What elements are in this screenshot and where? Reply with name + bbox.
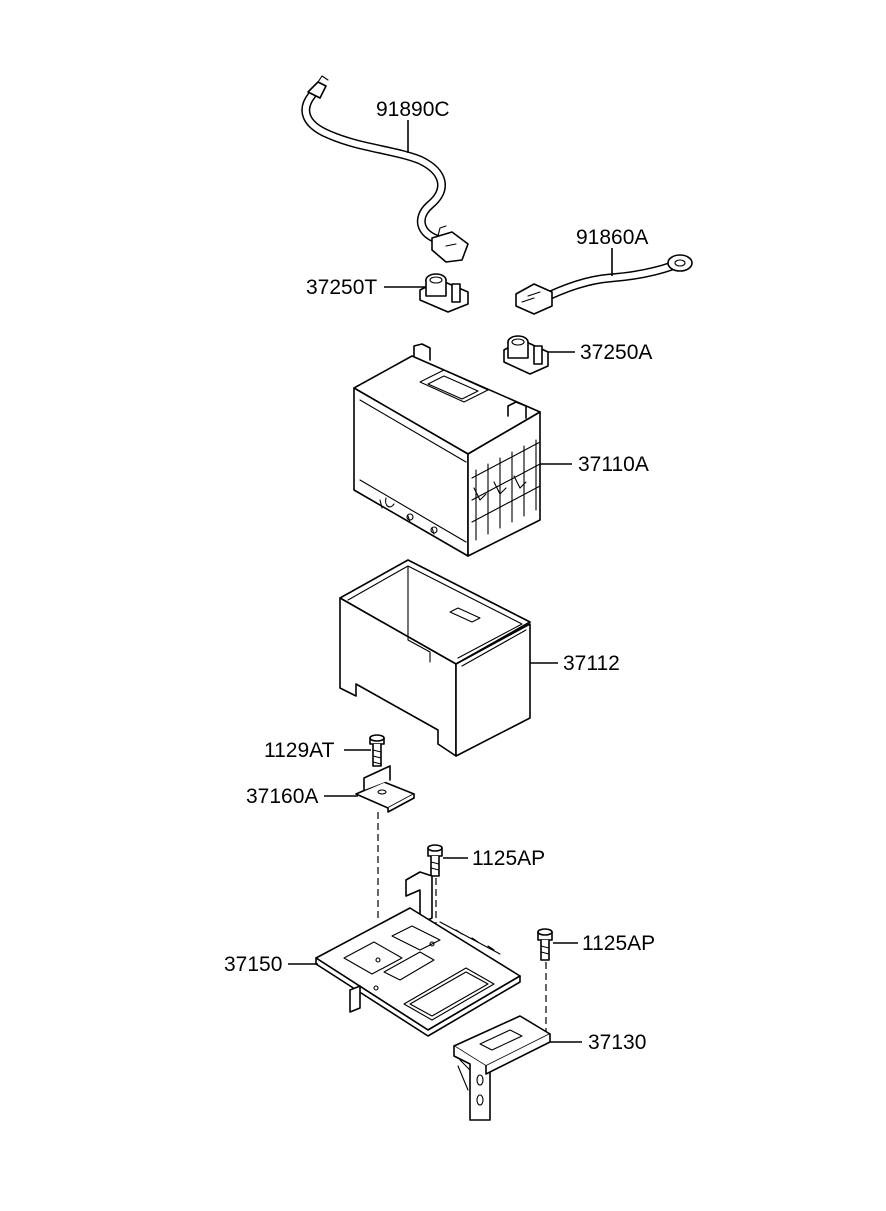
battery-base-plate	[315, 871, 521, 1037]
bolt-1129at	[369, 734, 385, 767]
bolt-1125ap-upper	[427, 844, 443, 877]
label-91890c: 91890C	[376, 98, 450, 121]
label-1125ap-lower: 1125AP	[582, 932, 655, 955]
bolt-1125ap-lower	[537, 928, 553, 961]
part-labels: 91890C 91860A 37250T 37250A 37110A 37112…	[224, 98, 655, 1054]
battery	[353, 343, 541, 557]
label-37110a: 37110A	[578, 453, 649, 476]
label-37160a: 37160A	[246, 785, 318, 808]
leader-lines	[288, 120, 613, 1043]
label-37250t: 37250T	[306, 276, 377, 299]
label-1129at: 1129AT	[264, 739, 335, 762]
negative-terminal-clamp	[419, 273, 469, 313]
label-37250a: 37250A	[580, 341, 652, 364]
label-37150: 37150	[224, 953, 282, 976]
negative-battery-cable	[301, 75, 469, 263]
label-37112: 37112	[563, 652, 620, 675]
label-37130: 37130	[588, 1031, 646, 1054]
positive-terminal-clamp	[503, 335, 549, 375]
label-91860a: 91860A	[576, 226, 648, 249]
support-bracket	[453, 1015, 551, 1121]
clamp-bracket	[355, 765, 415, 813]
battery-tray-box	[339, 559, 531, 757]
positive-battery-cable	[515, 254, 693, 315]
label-1125ap-upper: 1125AP	[472, 847, 545, 870]
